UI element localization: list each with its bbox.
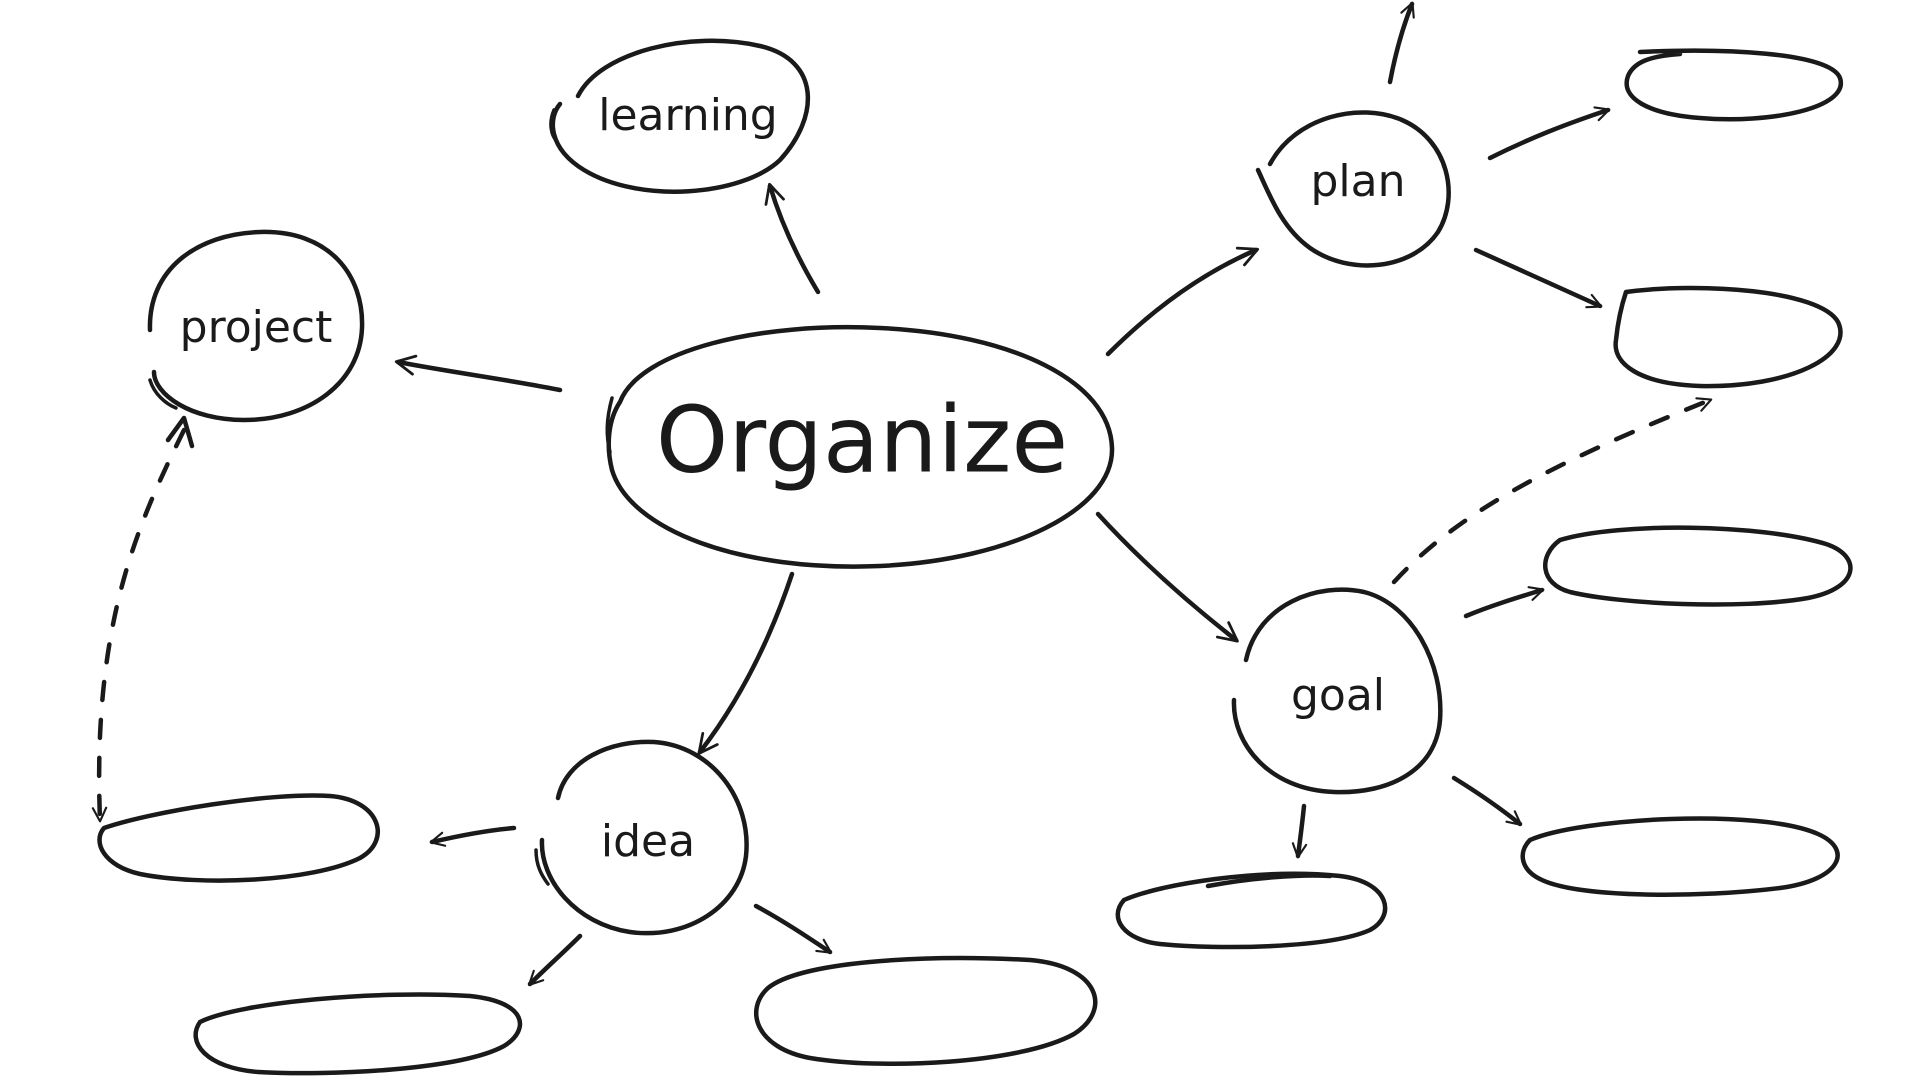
arrow-plan-to-bottom <box>1473 247 1603 309</box>
arrow-idea-to-right <box>753 903 833 955</box>
node-learning[interactable]: learning <box>549 38 811 194</box>
node-learning-label: learning <box>598 90 778 141</box>
connectors <box>91 1 1713 987</box>
node-project-label: project <box>180 302 333 353</box>
node-idea-outline <box>539 739 749 936</box>
center-node[interactable]: Organize <box>605 324 1115 569</box>
arrow-plan-up <box>1387 1 1415 85</box>
arrow-to-idea <box>697 571 795 755</box>
node-plan-outline <box>1255 110 1451 268</box>
dashed-link-project-to-idea-left <box>91 427 187 823</box>
node-plan-label: plan <box>1310 156 1405 207</box>
arrow-goal-to-bottom <box>1291 803 1308 859</box>
empty-node-goal-right[interactable] <box>1520 816 1840 897</box>
node-project-outline <box>147 229 365 423</box>
arrow-to-goal <box>1095 511 1239 643</box>
arrow-idea-to-left <box>429 825 517 847</box>
arrow-goal-to-upper <box>1463 586 1545 619</box>
empty-node-idea-right[interactable] <box>753 955 1098 1067</box>
node-plan[interactable]: plan <box>1255 110 1451 268</box>
arrow-to-plan <box>1105 246 1260 357</box>
empty-node-plan-bottom[interactable] <box>1613 285 1843 389</box>
empty-node-idea-bottom[interactable] <box>193 992 523 1076</box>
node-idea-outline-overlap <box>534 848 550 886</box>
arrow-to-project <box>394 354 563 393</box>
empty-node-plan-top[interactable] <box>1624 48 1844 122</box>
center-node-label: Organize <box>656 386 1068 493</box>
center-node-outline-overlap <box>605 396 614 454</box>
node-project[interactable]: project <box>147 229 365 423</box>
dashed-link-project-arrowhead <box>165 415 195 449</box>
node-project-outline-overlap <box>148 378 178 410</box>
node-learning-outline-overlap <box>549 108 558 142</box>
center-node-outline <box>606 324 1115 569</box>
arrow-idea-to-bottom <box>527 933 583 987</box>
node-idea[interactable]: idea <box>534 739 749 936</box>
arrow-goal-to-right <box>1451 775 1523 827</box>
node-learning-outline <box>550 38 811 194</box>
node-goal-outline <box>1231 587 1443 795</box>
node-idea-label: idea <box>601 816 695 867</box>
node-goal[interactable]: goal <box>1231 587 1443 795</box>
arrow-to-learning <box>764 182 821 295</box>
empty-node-goal-upper[interactable] <box>1543 525 1853 607</box>
node-goal-label: goal <box>1291 670 1385 721</box>
empty-node-idea-left[interactable] <box>97 793 380 883</box>
dashed-link-goal-to-plan-bottom <box>1391 397 1713 585</box>
empty-node-goal-bottom[interactable] <box>1115 871 1388 950</box>
empty-nodes <box>97 48 1853 1076</box>
empty-node-goal-bottom-overlap <box>1205 873 1333 889</box>
arrow-plan-to-top <box>1487 106 1611 161</box>
